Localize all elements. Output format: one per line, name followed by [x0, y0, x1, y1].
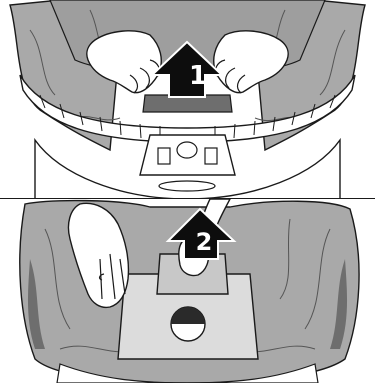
step-2-illustration: 2: [0, 199, 375, 383]
socket-right-vent: [205, 148, 217, 164]
step-1-number: 1: [189, 61, 207, 91]
step-1-illustration: 1: [0, 0, 375, 199]
socket-left-vent: [158, 148, 170, 164]
socket-center: [177, 142, 197, 158]
socket-base-oval: [159, 181, 215, 191]
step-2-panel: 2: [0, 199, 375, 383]
step-2-number: 2: [196, 228, 213, 256]
step-1-panel: 1: [0, 0, 375, 199]
